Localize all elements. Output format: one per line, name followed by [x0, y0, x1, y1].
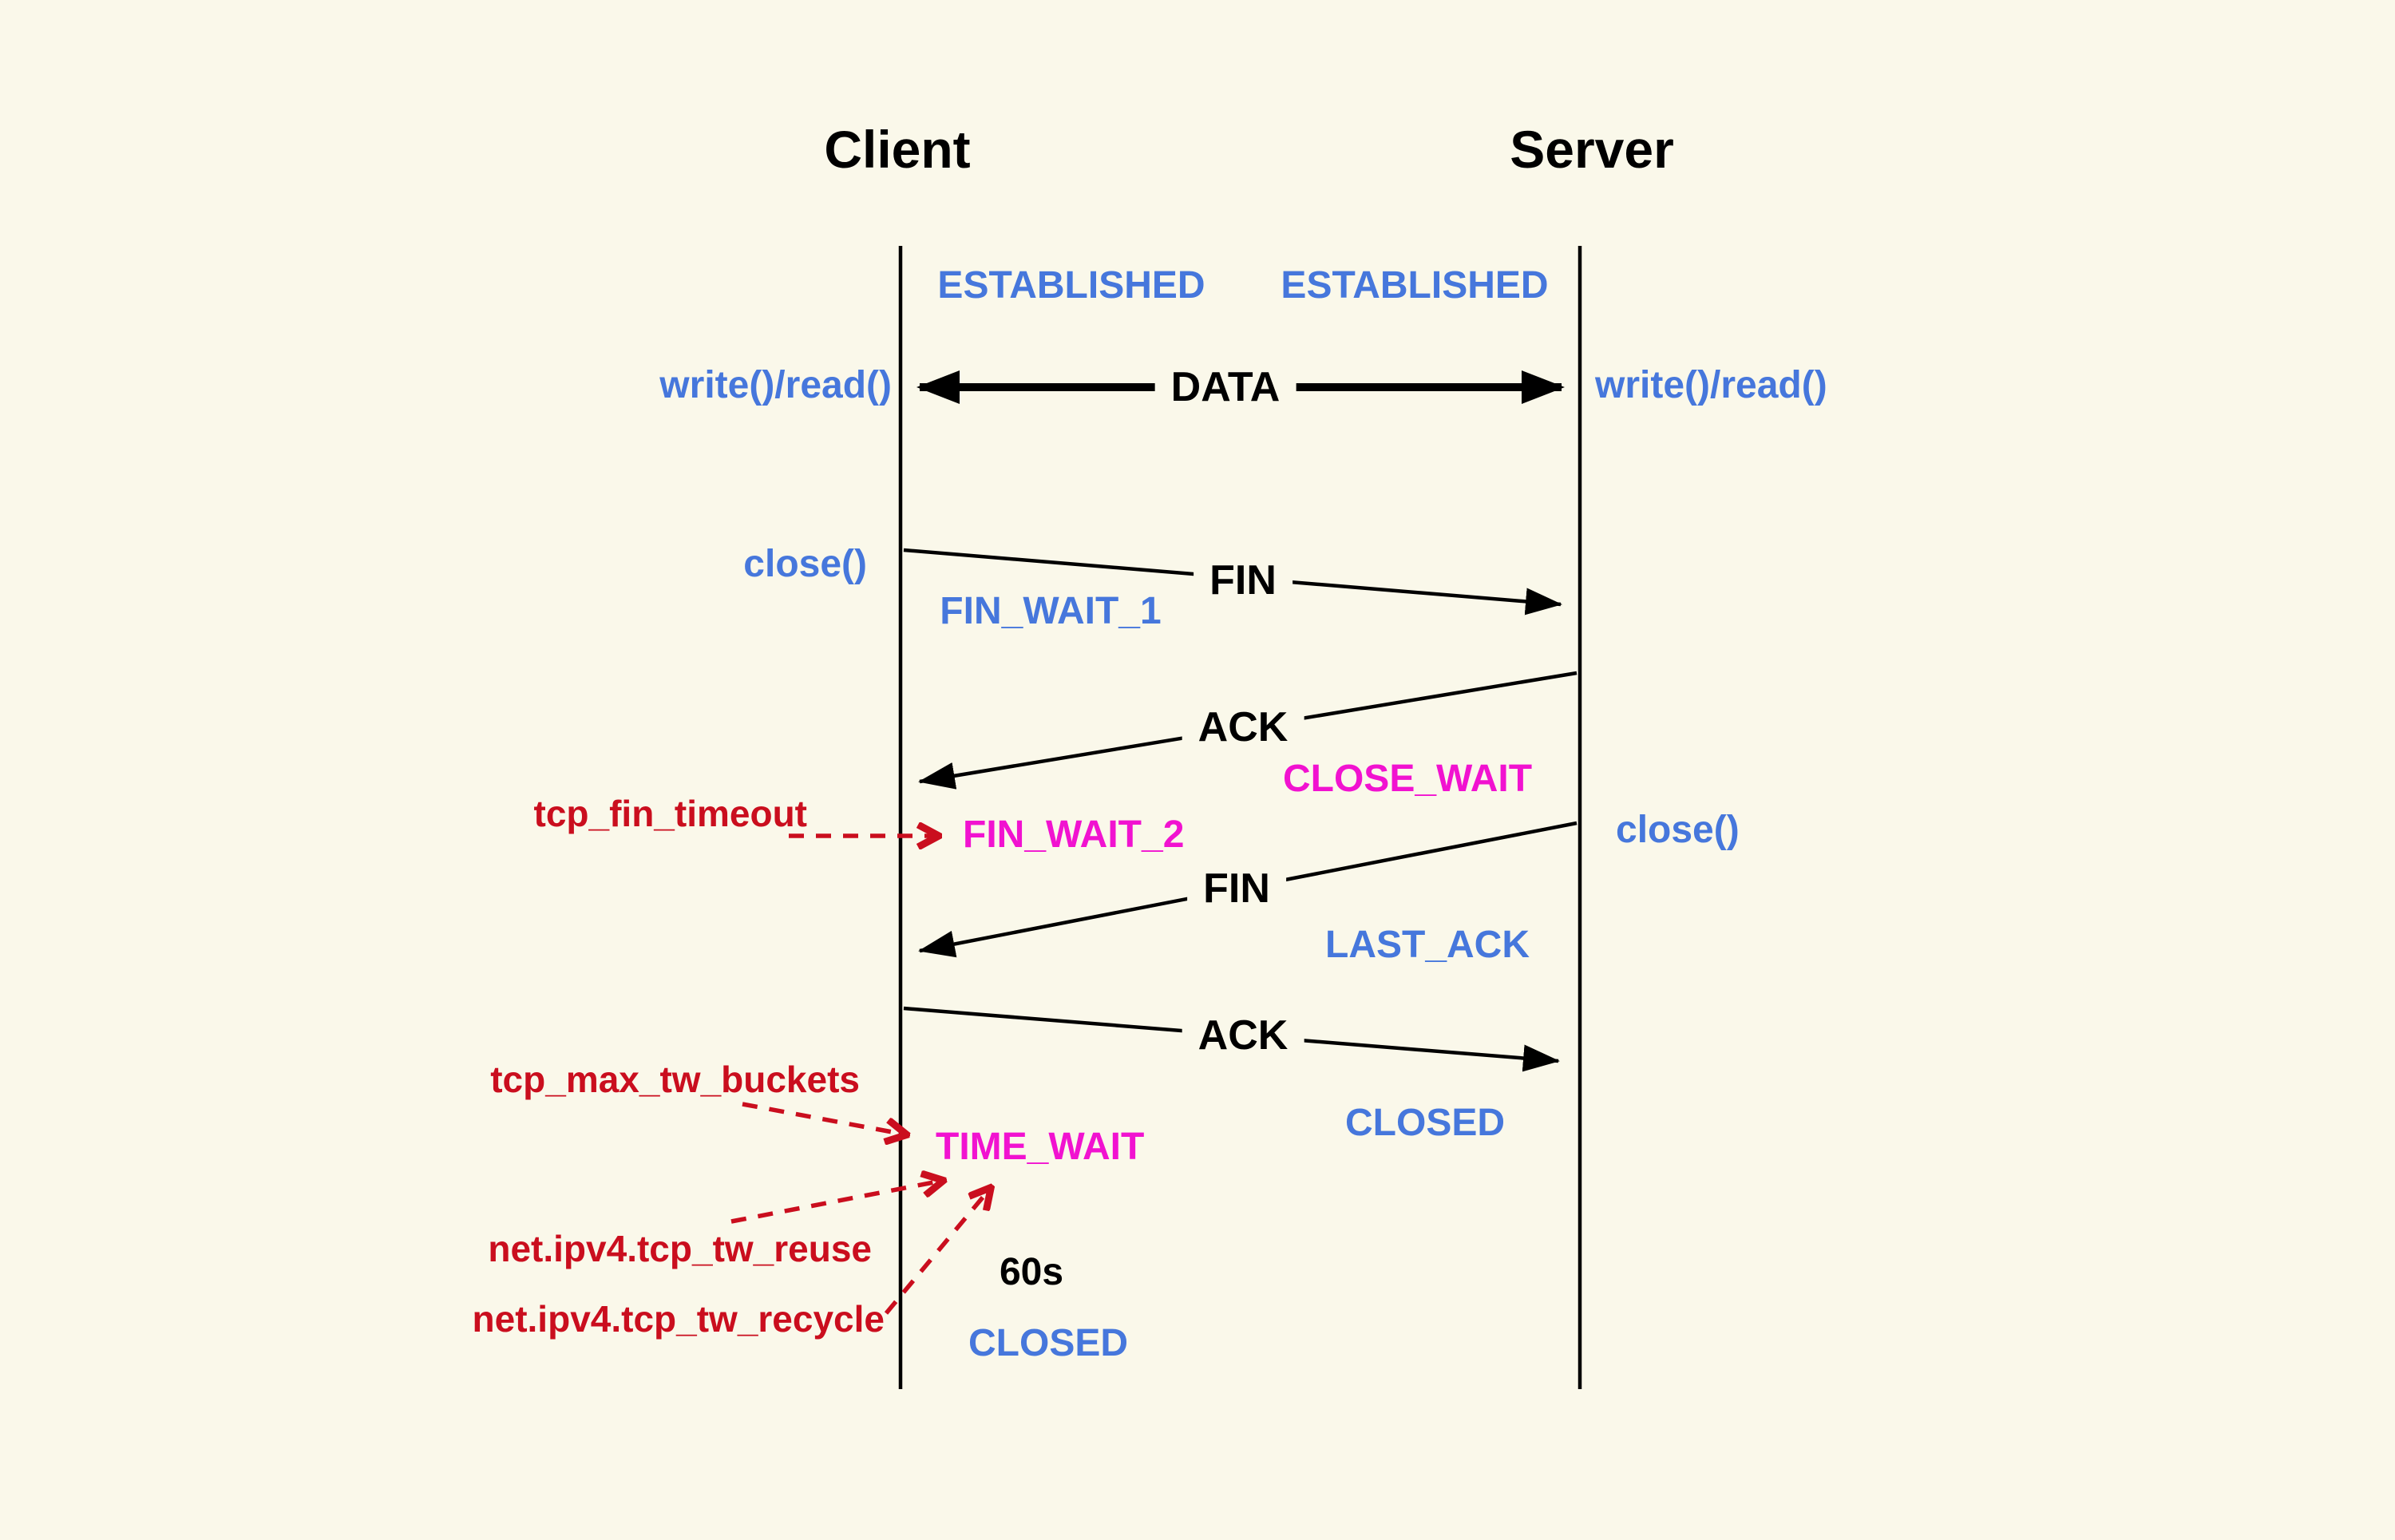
state-fin-wait-2: FIN_WAIT_2 [963, 814, 1185, 856]
client-write-read-call: write()/read() [659, 364, 892, 406]
client-column-title: Client [824, 120, 971, 179]
state-time-wait: TIME_WAIT [936, 1126, 1145, 1168]
server-close-call: close() [1616, 809, 1740, 851]
state-established-server: ESTABLISHED [1281, 264, 1549, 307]
client-close-call: close() [743, 543, 867, 585]
sysctl-tcp-max-tw-buckets: tcp_max_tw_buckets [490, 1059, 860, 1100]
fin2-message-label: FIN [1187, 865, 1286, 913]
state-close-wait: CLOSE_WAIT [1282, 758, 1533, 800]
server-write-read-call: write()/read() [1595, 364, 1827, 406]
state-last-ack: LAST_ACK [1324, 924, 1530, 966]
sysctl-tcp-tw-recycle: net.ipv4.tcp_tw_recycle [472, 1298, 885, 1340]
tcp-tw-reuse-arrow [730, 1181, 942, 1224]
ack1-message-label: ACK [1182, 703, 1304, 751]
state-closed-client: CLOSED [968, 1322, 1129, 1364]
time-wait-duration: 60s [999, 1251, 1064, 1293]
sysctl-tcp-tw-reuse: net.ipv4.tcp_tw_reuse [488, 1228, 872, 1269]
data-message-label: DATA [1154, 363, 1296, 411]
tcp-max-tw-buckets-arrow [742, 1102, 905, 1134]
state-established-client: ESTABLISHED [937, 264, 1205, 307]
fin1-message-label: FIN [1194, 556, 1293, 604]
server-column-title: Server [1510, 120, 1674, 179]
state-closed-server: CLOSED [1344, 1102, 1506, 1144]
sysctl-tcp-fin-timeout: tcp_fin_timeout [533, 793, 807, 834]
ack2-message-label: ACK [1182, 1011, 1304, 1059]
state-fin-wait-1: FIN_WAIT_1 [940, 590, 1162, 632]
